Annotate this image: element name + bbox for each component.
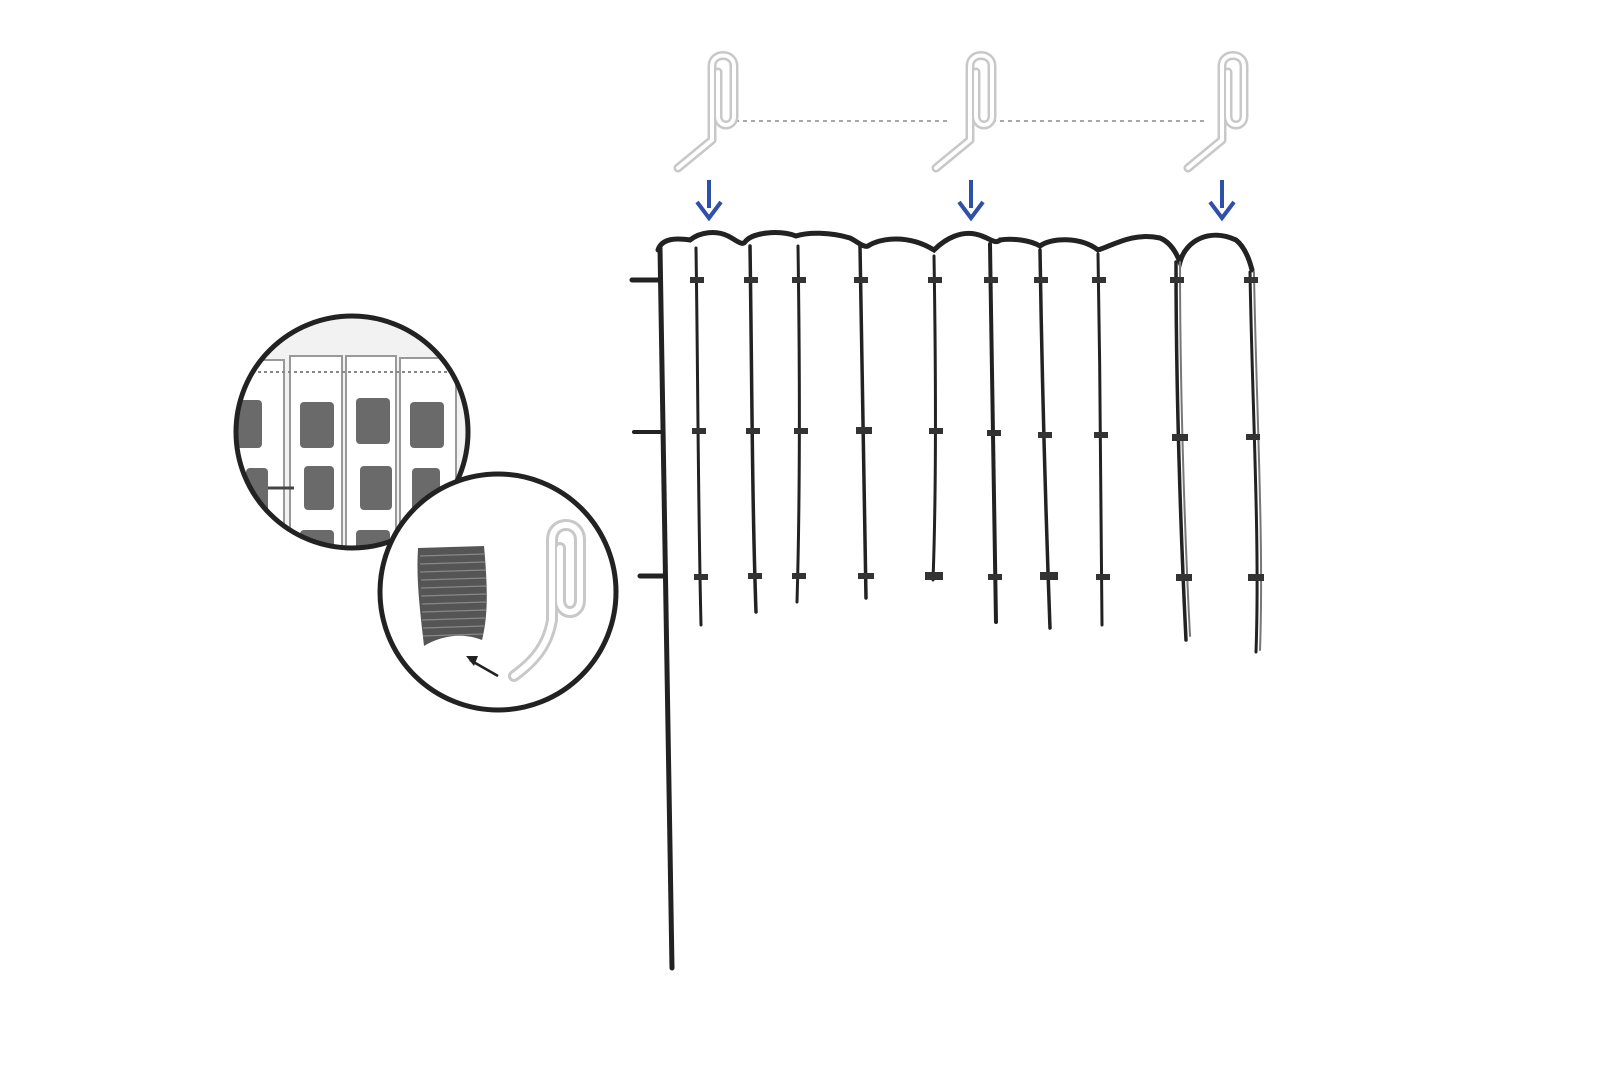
arrow-down-icon <box>695 180 723 222</box>
pleat-line <box>748 244 758 614</box>
curtain-drawing <box>629 230 1263 971</box>
tape-row-markers <box>690 277 1264 581</box>
pleat-line <box>1096 252 1104 627</box>
pleat-line <box>1248 270 1259 654</box>
curtain-left-edge <box>657 245 675 971</box>
curtain-hook-icon <box>1183 51 1249 173</box>
arrow-down-icon <box>957 180 985 222</box>
curtain-hook-icon <box>931 51 997 173</box>
hook-detail <box>377 471 619 713</box>
pleat-line <box>1038 248 1052 630</box>
heading-tape-detail <box>233 313 471 551</box>
pleat-line <box>1179 261 1191 637</box>
curtain-heading-edge <box>655 230 1255 273</box>
pleat-line <box>795 244 801 604</box>
pleat-line <box>858 244 868 600</box>
arrow-down-icon <box>1208 180 1236 222</box>
pleat-line <box>1253 271 1263 651</box>
pleat-line <box>931 254 937 582</box>
pleat-line <box>1174 260 1188 642</box>
curtain-hook-icon <box>673 51 739 173</box>
pleat-line <box>694 246 703 627</box>
